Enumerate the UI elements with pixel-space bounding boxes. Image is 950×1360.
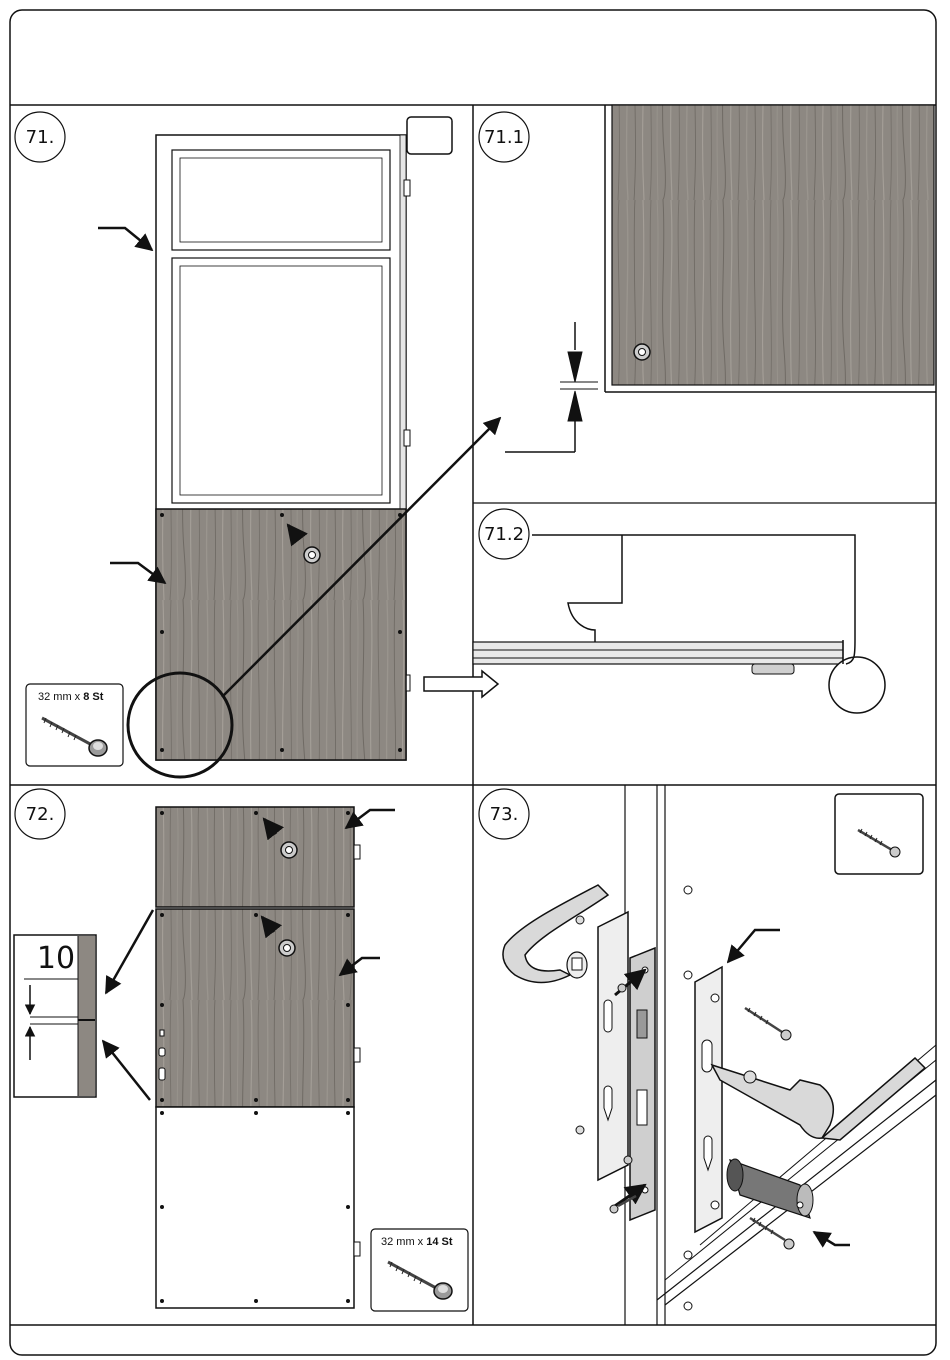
step-71-panel: 71. 32 mm x 8 St [15, 112, 500, 777]
blank-panel [156, 1107, 354, 1308]
gap-detail-box: 10 [14, 935, 96, 1097]
next-step-arrow [424, 671, 498, 697]
screw-box-72: 32 mm x 14 St [371, 1229, 468, 1311]
step-73-panel: 73. [479, 785, 936, 1325]
gap-leader-lower [103, 1041, 150, 1100]
screw-size-71: 32 mm x [38, 691, 83, 703]
wood-panel-upper [156, 807, 354, 907]
wood-panel-closeup [612, 105, 934, 385]
step-71-label: 71. [26, 127, 55, 148]
mortise-lock [630, 948, 655, 1220]
step-72-panel: 72. [14, 789, 468, 1311]
wood-panel-lower [156, 909, 354, 1107]
screw-upper-right [745, 1008, 791, 1040]
door-edge-holes [684, 886, 692, 1310]
step-72-label: 72. [26, 804, 55, 825]
backplate-right [695, 967, 722, 1232]
empty-label-box [407, 117, 452, 154]
screw-count-71: 8 St [83, 691, 104, 703]
door-handle-left [503, 885, 608, 983]
frame-pointer-arrow [98, 228, 152, 250]
step-71-2-panel: 71.2 [473, 509, 885, 713]
threshold-rail [473, 642, 843, 664]
wood-panel [156, 509, 406, 760]
detail-circle-71-2 [829, 657, 885, 713]
screw-size-72: 32 mm x [381, 1236, 426, 1248]
gap-value: 10 [37, 941, 75, 976]
hinge-top [404, 180, 410, 196]
backplate-pointer [728, 930, 780, 962]
screw-box-73 [835, 794, 923, 874]
screw-box-71: 32 mm x 8 St [26, 684, 123, 766]
lock-cylinder [727, 1159, 813, 1218]
svg-text:32 mm x 14 St: 32 mm x 14 St [381, 1236, 453, 1248]
step-73-label: 73. [490, 804, 519, 825]
step-71-1-label: 71.1 [484, 127, 524, 148]
upper-glass-inner [180, 158, 382, 242]
screw-count-72: 14 St [426, 1236, 453, 1248]
step-71-2-label: 71.2 [484, 524, 524, 545]
lower-glass-inner [180, 266, 382, 495]
hinge-middle [404, 430, 410, 446]
step-71-1-panel: 71.1 [479, 105, 936, 452]
cylinder-pointer [814, 1232, 850, 1245]
gap-leader-upper [106, 910, 153, 993]
svg-text:32 mm x 8 St: 32 mm x 8 St [38, 691, 104, 703]
backplate-left [576, 912, 628, 1180]
gap-dimension-71-1 [505, 322, 598, 452]
